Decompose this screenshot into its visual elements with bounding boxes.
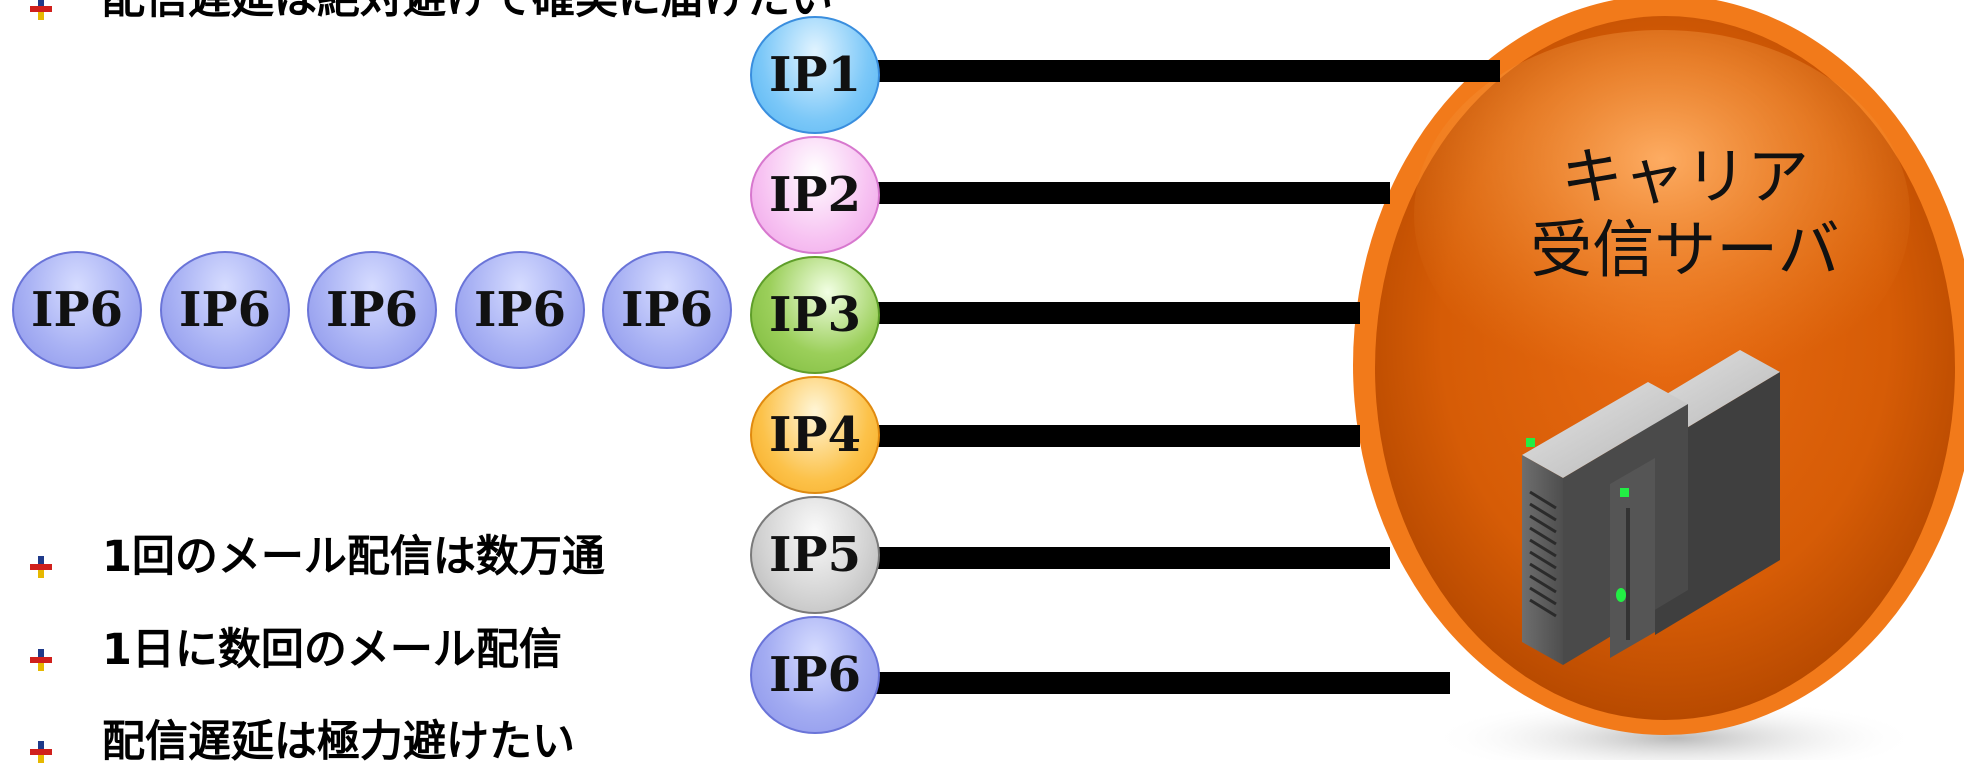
server-rack-icon: [1522, 350, 1780, 665]
connection-line-ip6: [870, 672, 1450, 694]
connection-line-ip5: [870, 547, 1390, 569]
bullet-item: 配信遅延は極力避けたい: [28, 721, 575, 764]
connection-line-ip2: [870, 182, 1390, 204]
connection-line-ip3: [870, 302, 1360, 324]
connection-line-ip4: [870, 425, 1360, 447]
bullet-item-text: 配信遅延は極力避けたい: [102, 717, 575, 767]
bullet-top-text: 配信遅延は絶対避けて確実に届けたい: [102, 0, 833, 21]
queued-ip-circle: IP6: [307, 251, 437, 369]
carrier-server-oval: [1353, 0, 1964, 735]
bullet-cross-icon: [28, 730, 54, 763]
queued-ip-circle: IP6: [602, 251, 732, 369]
ip-circle-ip6: IP6: [750, 616, 880, 734]
server-label-line1: キャリア: [1560, 140, 1809, 213]
bullet-item: 1回のメール配信は数万通: [28, 536, 605, 579]
ip-circle-ip1: IP1: [750, 16, 880, 134]
connection-line-ip1: [870, 60, 1500, 82]
bullet-cross-icon: [28, 0, 54, 20]
bullet-item-text: 1回のメール配信は数万通: [102, 532, 605, 582]
bullet-item-text: 1日に数回のメール配信: [102, 625, 562, 675]
ip-circle-ip2: IP2: [750, 136, 880, 254]
bullet-cross-icon: [28, 638, 54, 671]
queued-ip-circle: IP6: [12, 251, 142, 369]
ip-circle-ip4: IP4: [750, 376, 880, 494]
bullet-top: 配信遅延は絶対避けて確実に届けたい: [28, 0, 833, 21]
queued-ip-circle: IP6: [455, 251, 585, 369]
bullet-item: 1日に数回のメール配信: [28, 629, 562, 672]
ip-circle-ip3: IP3: [750, 256, 880, 374]
carrier-server-label: キャリア 受信サーバ: [1500, 140, 1870, 286]
queued-ip-circle: IP6: [160, 251, 290, 369]
server-label-line2: 受信サーバ: [1530, 213, 1840, 287]
ip-circle-ip5: IP5: [750, 496, 880, 614]
bullet-cross-icon: [28, 545, 54, 578]
